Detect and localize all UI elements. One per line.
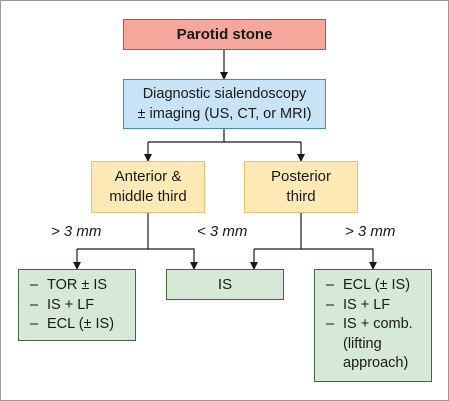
anterior-middle-third-node: Anterior & middle third	[91, 161, 205, 213]
treatment-item: TOR ± IS	[27, 276, 131, 296]
treatment-item-continued: approach)	[343, 355, 409, 371]
connector-diagnostic-split	[148, 129, 225, 143]
treatment-posterior-large: ECL (± IS) IS + LF IS + comb. (lifting a…	[314, 269, 432, 382]
treatment-small-stone: IS	[166, 269, 284, 300]
diagnostic-line-2: ± imaging (US, CT, or MRI)	[137, 106, 312, 122]
diagnostic-node: Diagnostic sialendoscopy ± imaging (US, …	[123, 79, 326, 129]
parotid-stone-node: Parotid stone	[123, 19, 326, 50]
edge-label-posterior-greater: > 3 mm	[345, 223, 396, 240]
arrow-anterior-to-is	[148, 248, 198, 270]
anterior-line-1: Anterior &	[114, 168, 182, 185]
treatment-item: IS + LF	[323, 296, 427, 316]
connector-posterior-split	[254, 213, 302, 250]
treatment-posterior-large-list: ECL (± IS) IS + LF IS + comb. (lifting a…	[323, 276, 427, 374]
arrow-to-right-treatment	[301, 248, 377, 270]
treatment-anterior-large: TOR ± IS IS + LF ECL (± IS)	[18, 269, 136, 341]
treatment-small-stone-label: IS	[217, 276, 233, 293]
posterior-third-node: Posterior third	[244, 161, 358, 213]
posterior-line-2: third	[286, 188, 316, 205]
treatment-anterior-large-list: TOR ± IS IS + LF ECL (± IS)	[27, 276, 131, 335]
parotid-stone-label: Parotid stone	[176, 26, 273, 43]
edge-label-anterior-greater: > 3 mm	[51, 223, 102, 240]
treatment-item: IS + comb.	[323, 315, 427, 335]
treatment-item-continued: (lifting	[343, 335, 382, 352]
anterior-line-2: middle third	[109, 188, 187, 205]
edge-label-anterior-less: < 3 mm	[197, 223, 248, 240]
treatment-item: ECL (± IS)	[27, 315, 131, 335]
treatment-item: IS + LF	[27, 296, 131, 316]
diagnostic-line-1: Diagnostic sialendoscopy	[142, 86, 307, 102]
posterior-line-1: Posterior	[270, 168, 332, 185]
treatment-item: ECL (± IS)	[323, 276, 427, 296]
